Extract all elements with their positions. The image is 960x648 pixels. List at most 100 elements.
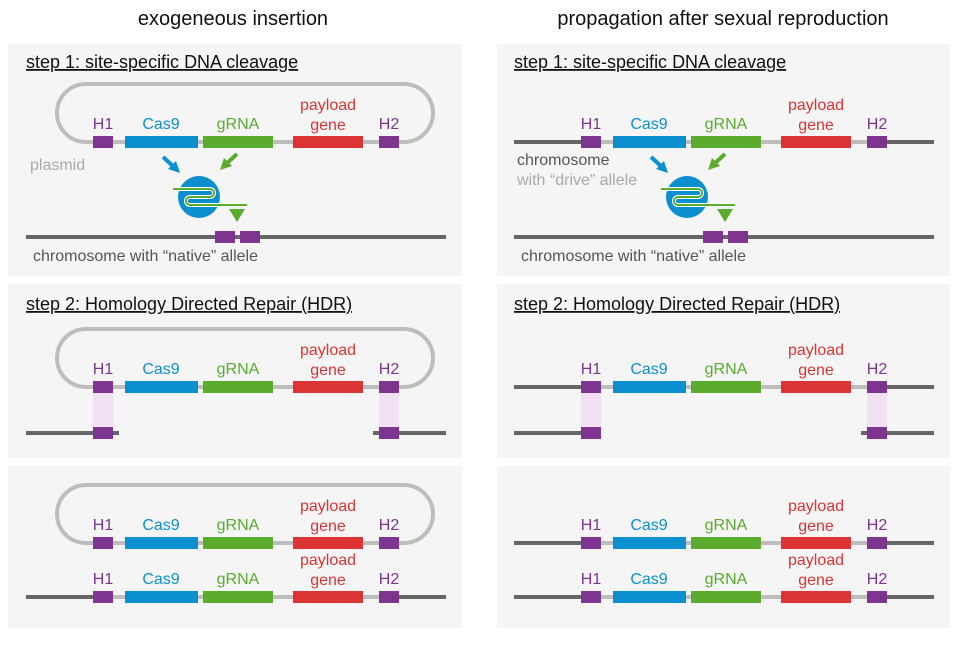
gene-label: gene [310, 572, 346, 589]
grna-label: gRNA [217, 571, 260, 588]
h2-label: H2 [379, 116, 400, 133]
native-h2-site [240, 231, 260, 243]
homology-pairing-2 [867, 393, 887, 427]
gene-label: gene [798, 572, 834, 589]
grna-label: gRNA [705, 571, 748, 588]
native-h1-site [703, 231, 723, 243]
payload-label: payload [788, 498, 844, 515]
payload-gene-segment [781, 381, 851, 393]
payload-gene-segment [293, 136, 363, 148]
cas9-label: Cas9 [142, 571, 179, 588]
cas9-segment [613, 537, 686, 549]
h1-label: H1 [581, 517, 602, 534]
cas9-label: Cas9 [142, 116, 179, 133]
h2-segment [867, 537, 887, 549]
cas9-segment [125, 136, 198, 148]
grna-segment [691, 381, 761, 393]
cas9-segment [125, 591, 198, 603]
gene-label: gene [310, 117, 346, 134]
h2-segment [379, 136, 399, 148]
cas9-label: Cas9 [630, 517, 667, 534]
cas9-label: Cas9 [142, 361, 179, 378]
payload-label: payload [788, 97, 844, 114]
grna-label: gRNA [217, 361, 260, 378]
homology-pairing-2 [379, 393, 399, 427]
plasmid-label: plasmid [30, 157, 85, 174]
grna-label: gRNA [705, 116, 748, 133]
cas9-segment [125, 381, 198, 393]
chromosome-h2-site [867, 427, 887, 439]
grna-label: gRNA [217, 116, 260, 133]
column-header-propagation: propagation after sexual reproduction [557, 8, 888, 30]
h2-label: H2 [867, 517, 888, 534]
gene-label: gene [798, 117, 834, 134]
grna-segment [691, 591, 761, 603]
cas9-segment [125, 537, 198, 549]
homology-pairing-1 [581, 393, 601, 427]
step2-title: step 2: Homology Directed Repair (HDR) [514, 294, 840, 314]
h1-label: H1 [581, 116, 602, 133]
gene-label: gene [798, 362, 834, 379]
cas9-label: Cas9 [630, 361, 667, 378]
h1-segment [581, 537, 601, 549]
step2-title: step 2: Homology Directed Repair (HDR) [26, 294, 352, 314]
grna-strand [173, 188, 247, 206]
h2-label: H2 [379, 361, 400, 378]
h1-segment [581, 136, 601, 148]
h1-label: H1 [93, 517, 114, 534]
step1-title: step 1: site-specific DNA cleavage [514, 52, 786, 72]
h1-label: H1 [93, 361, 114, 378]
h2-segment [867, 136, 887, 148]
h2-label: H2 [867, 361, 888, 378]
h1-segment [93, 136, 113, 148]
cas9-segment [613, 591, 686, 603]
h2-segment [867, 381, 887, 393]
grna-segment [691, 136, 761, 148]
h1-label: H1 [93, 571, 114, 588]
grna-strand [661, 188, 735, 206]
grna-label: gRNA [217, 517, 260, 534]
payload-label: payload [788, 342, 844, 359]
cleavage-site-marker-icon [229, 209, 245, 222]
chromosome-h1-site [581, 427, 601, 439]
h1-segment [93, 381, 113, 393]
native-h2-site [728, 231, 748, 243]
cleavage-site-marker-icon [717, 209, 733, 222]
column-header-exogeneous: exogeneous insertion [138, 8, 328, 30]
h2-segment [867, 591, 887, 603]
gene-label: gene [310, 362, 346, 379]
payload-label: payload [300, 342, 356, 359]
payload-gene-segment [781, 591, 851, 603]
cas9-segment [613, 136, 686, 148]
h2-segment [379, 381, 399, 393]
h1-label: H1 [93, 116, 114, 133]
payload-label: payload [300, 552, 356, 569]
h1-label: H1 [581, 361, 602, 378]
drive-chromosome-label: chromosome [517, 152, 610, 169]
payload-gene-segment [293, 591, 363, 603]
h1-segment [93, 537, 113, 549]
grna-arrow-head [708, 158, 720, 170]
h2-label: H2 [867, 571, 888, 588]
payload-label: payload [788, 552, 844, 569]
gene-label: gene [310, 518, 346, 535]
grna-segment [203, 381, 273, 393]
grna-label: gRNA [705, 361, 748, 378]
cas9-label: Cas9 [630, 116, 667, 133]
grna-segment [203, 537, 273, 549]
payload-label: payload [300, 498, 356, 515]
grna-label: gRNA [705, 517, 748, 534]
h2-segment [379, 591, 399, 603]
payload-gene-segment [293, 381, 363, 393]
cas9-label: Cas9 [142, 517, 179, 534]
step1-title: step 1: site-specific DNA cleavage [26, 52, 298, 72]
grna-segment [203, 136, 273, 148]
cas9-segment [613, 381, 686, 393]
h1-label: H1 [581, 571, 602, 588]
cas9-arrow-head [168, 161, 180, 173]
h1-segment [581, 591, 601, 603]
cas9-arrow-head [656, 161, 668, 173]
h2-label: H2 [867, 116, 888, 133]
chromosome-h1-site [93, 427, 113, 439]
